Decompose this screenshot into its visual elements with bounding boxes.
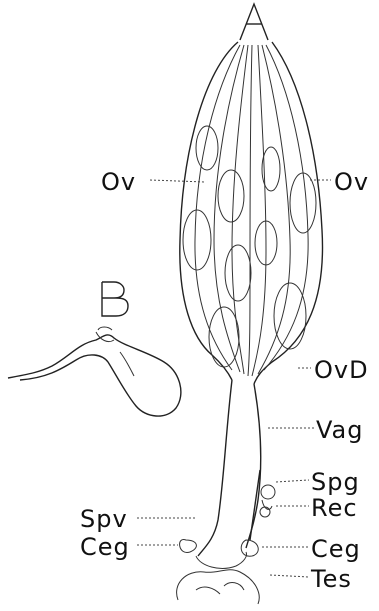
label-vag: Vag (316, 416, 364, 444)
leader-lines (137, 180, 331, 577)
ovariole-tubes (195, 45, 308, 376)
cement-glands (180, 539, 259, 568)
label-ov-right: Ov (334, 168, 369, 196)
label-ceg-right: Ceg (311, 535, 361, 563)
spermatheca (260, 485, 275, 517)
label-ovd: OvD (314, 356, 369, 384)
label-rec: Rec (311, 494, 358, 522)
testes-base (177, 570, 260, 604)
panel-label-a (240, 4, 268, 40)
label-spv: Spv (80, 505, 128, 533)
vagina-stalk (198, 380, 261, 556)
panel-label-b (102, 282, 128, 316)
label-spg: Spg (311, 468, 360, 496)
label-ov-left: Ov (101, 168, 136, 196)
labels: Ov Ov OvD Vag Spg Rec Spv Ceg Ceg Tes (80, 168, 369, 593)
label-tes: Tes (310, 565, 352, 593)
label-ceg-left: Ceg (80, 533, 130, 561)
panel-b-specimen (8, 327, 181, 416)
